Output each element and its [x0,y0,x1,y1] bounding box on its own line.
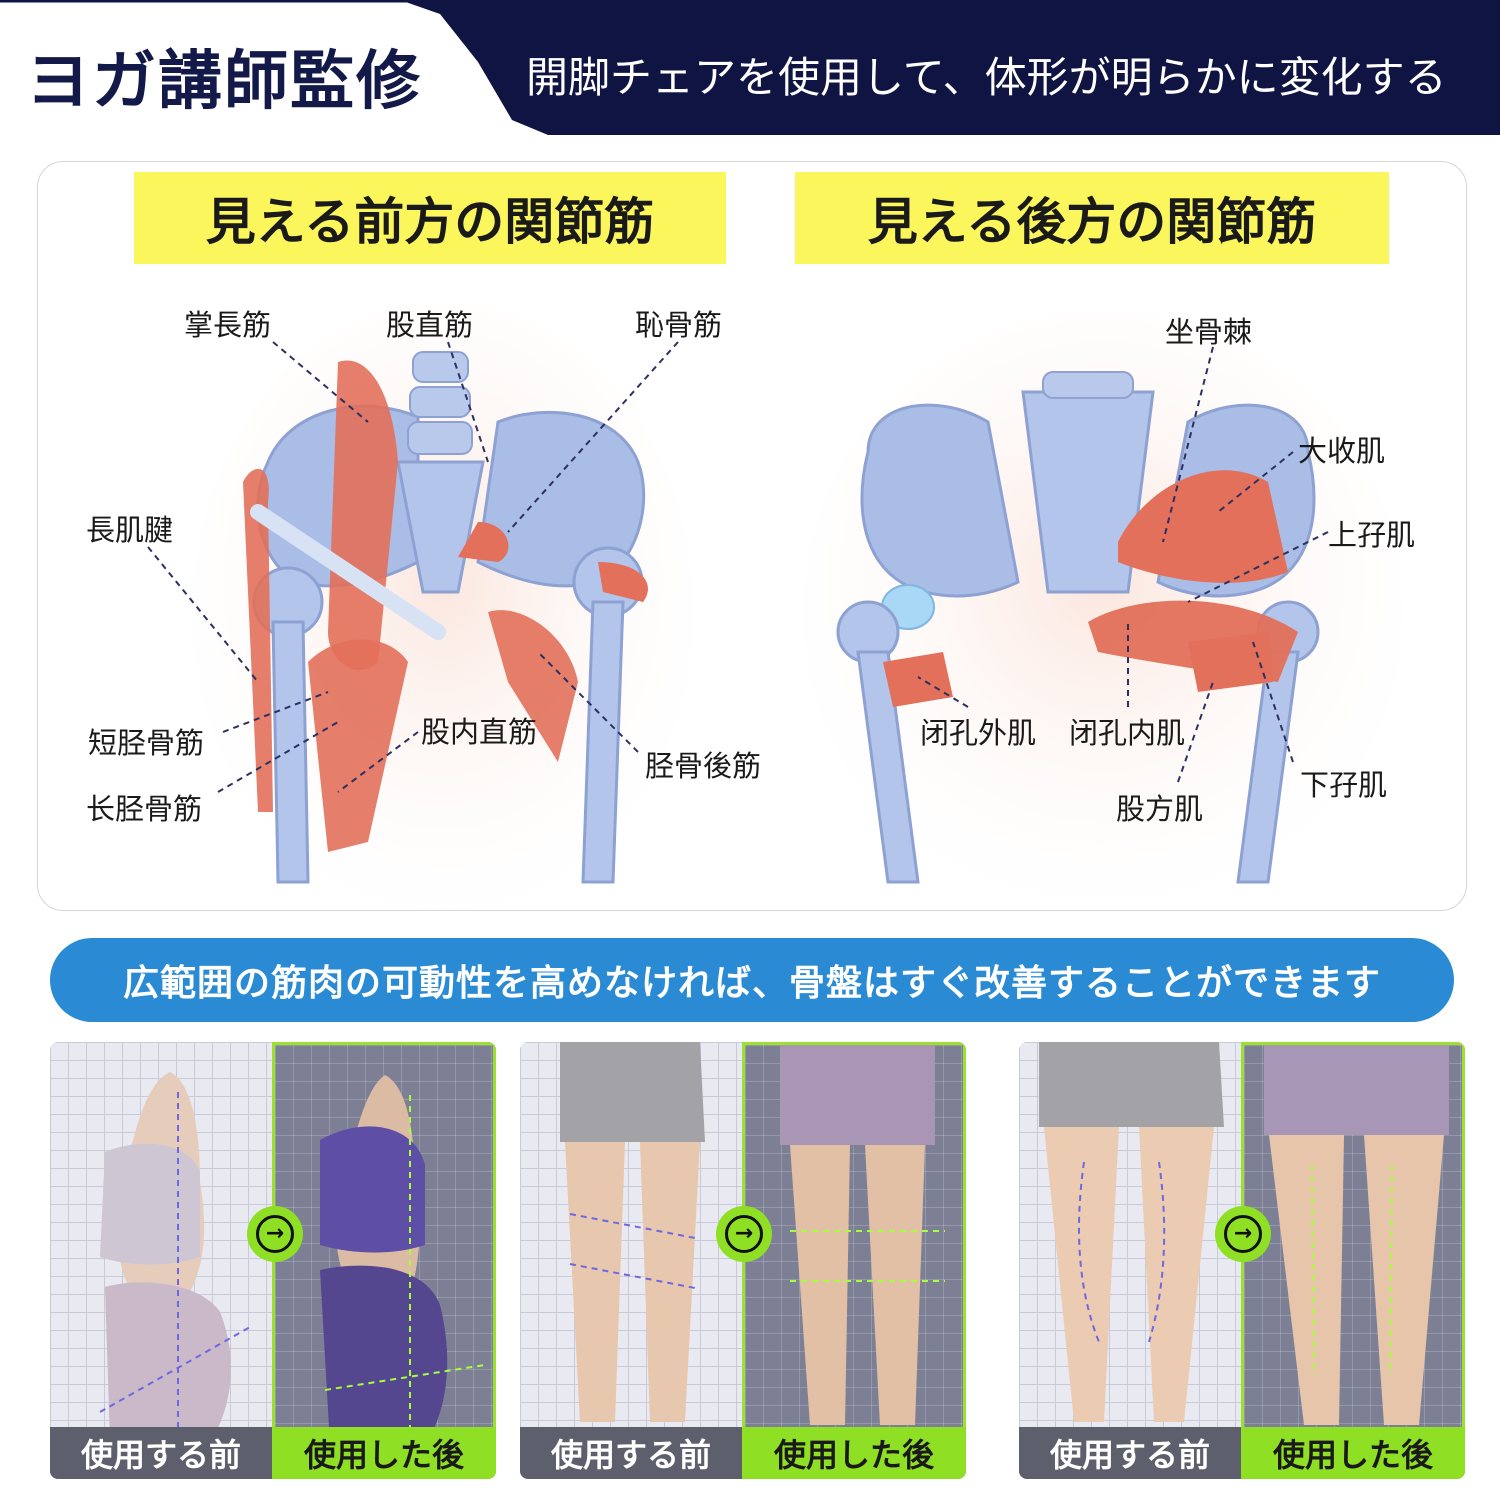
header-background [0,0,1500,135]
label-tibialis-posterior: 胫骨後筋 [645,749,762,783]
label-adductor-magnus: 大收肌 [1298,434,1386,468]
after-photo-front [742,1042,966,1479]
label-obturator-internus: 闭孔内肌 [1069,716,1186,750]
label-vastus-medialis: 股内直筋 [421,715,538,749]
label-pectineus: 恥骨筋 [635,308,723,342]
after-photo-back [1241,1042,1465,1479]
before-label: 使用する前 [520,1427,742,1479]
comparison-panel-side: → 使用する前 使用した後 [50,1042,496,1479]
label-short-tibial: 短胫骨筋 [88,726,205,760]
header-tagline: 開脚チェアを使用して、体形が明らかに変化する [526,53,1447,102]
label-inferior-gemellus: 下孖肌 [1300,768,1388,802]
comparison-panel-back: → 使用する前 使用した後 [1019,1042,1465,1479]
arrow-right-circle-icon: → [247,1206,303,1262]
before-photo-back [1019,1042,1241,1479]
arrow-right-circle-icon: → [1215,1206,1271,1262]
label-palmaris: 掌長筋 [184,308,272,342]
after-label: 使用した後 [272,1427,496,1479]
label-long-tibial: 长胫骨筋 [86,792,203,826]
front-pelvis-illustration [147,302,693,910]
label-long-tendon: 長肌腱 [86,513,174,547]
front-muscles-title: 見える前方の関節筋 [134,172,726,264]
header: ヨガ講師監修 開脚チェアを使用して、体形が明らかに変化する [0,0,1500,135]
comparison-panel-front: → 使用する前 使用した後 [520,1042,966,1479]
label-ischial-spine: 坐骨棘 [1165,315,1253,349]
arrow-right-circle-icon: → [716,1206,772,1262]
before-label: 使用する前 [50,1427,272,1479]
info-banner: 広範囲の筋肉の可動性を高めなければ、骨盤はすぐ改善することができます [50,938,1454,1022]
label-superior-gemellus: 上孖肌 [1328,518,1416,552]
brand-title: ヨガ講師監修 [26,44,422,119]
anatomy-card: 見える前方の関節筋 見える後方の関節筋 掌長筋 股直筋 恥骨筋 長肌腱 短胫骨筋… [37,161,1467,911]
after-label: 使用した後 [742,1427,966,1479]
before-photo-side [50,1042,272,1479]
after-photo-side [272,1042,496,1479]
label-rectus-femoris: 股直筋 [386,308,474,342]
after-label: 使用した後 [1241,1427,1465,1479]
back-pelvis-illustration [803,312,1403,910]
before-label: 使用する前 [1019,1427,1241,1479]
before-photo-front [520,1042,742,1479]
label-obturator-externus: 闭孔外肌 [920,716,1037,750]
anatomy-illustration [147,302,1403,910]
back-muscles-title: 見える後方の関節筋 [795,172,1389,264]
label-quadratus-femoris: 股方肌 [1116,792,1204,826]
